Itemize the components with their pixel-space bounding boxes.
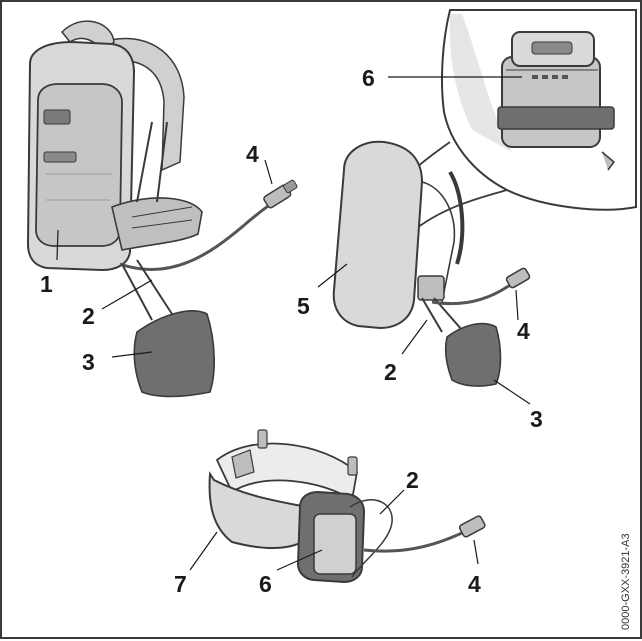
cover-shoulder-strap	[448, 170, 465, 265]
cover-side-strap	[421, 181, 456, 303]
pad-strap	[121, 259, 173, 321]
hip-belt	[111, 197, 203, 251]
belt-hook-left	[257, 429, 268, 449]
detail-battery-leds	[532, 75, 568, 79]
leader-line-7	[189, 531, 218, 571]
battery-logo	[43, 151, 77, 163]
hip-belt-stitch	[131, 206, 193, 229]
leader-line-5	[317, 263, 348, 288]
battery-body	[35, 83, 123, 247]
leader-line-3b	[493, 379, 531, 405]
leader-line-3	[111, 351, 153, 358]
detail-battery-latch	[531, 41, 573, 55]
callout-6: 6	[259, 571, 272, 597]
callout-3: 3	[82, 349, 95, 375]
connection-cable	[119, 196, 281, 271]
detail-background-shade	[449, 14, 512, 152]
battery-detail-group: 6	[362, 9, 637, 258]
figure-code: 0000-GXX-3921-A3	[620, 533, 632, 630]
callout-7: 7	[174, 571, 187, 597]
leader-line-2b	[401, 319, 428, 355]
battery-belt-group: 2 7 6 4	[174, 429, 486, 597]
belt-hook-right	[347, 456, 358, 476]
chest-straps	[136, 121, 168, 203]
backpack-group: 1 2 3 4	[26, 20, 298, 398]
belt-cable-plug	[458, 515, 486, 538]
leader-line-2	[101, 279, 153, 310]
belt-front	[208, 471, 309, 549]
cover-cable-plug	[505, 267, 531, 289]
leader-line-4b	[515, 289, 519, 321]
detail-buckle	[601, 151, 616, 171]
callout-2c: 2	[406, 467, 419, 493]
detail-retaining-strap	[497, 106, 615, 130]
callout-4b: 4	[517, 318, 530, 344]
carrying-pad	[133, 310, 215, 398]
rain-cover	[332, 140, 424, 330]
callout-2: 2	[82, 303, 95, 329]
belt-buckle	[231, 449, 255, 479]
leader-line-1	[56, 229, 59, 261]
callout-4c: 4	[468, 571, 481, 597]
leader-line-4	[264, 159, 273, 185]
cable-plug-tip	[283, 179, 298, 194]
callout-3b: 3	[530, 406, 543, 432]
belt-battery	[313, 513, 357, 575]
battery-display	[43, 109, 71, 125]
callout-5: 5	[297, 293, 310, 319]
leader-line-4c	[473, 539, 479, 565]
callout-1: 1	[40, 271, 53, 297]
callout-4: 4	[246, 141, 259, 167]
cover-buckle	[417, 275, 445, 301]
belt-cable-loop	[349, 499, 393, 578]
belt-connection-cable	[363, 530, 465, 553]
leader-line-6	[276, 549, 323, 571]
leader-line-2c	[379, 489, 405, 515]
callout-2b: 2	[384, 359, 397, 385]
battery-grooves	[46, 173, 112, 201]
callout-6-detail: 6	[362, 65, 375, 91]
covered-backpack-group: 5 2 4 3	[297, 140, 543, 432]
cover-carrying-pad	[444, 322, 502, 387]
